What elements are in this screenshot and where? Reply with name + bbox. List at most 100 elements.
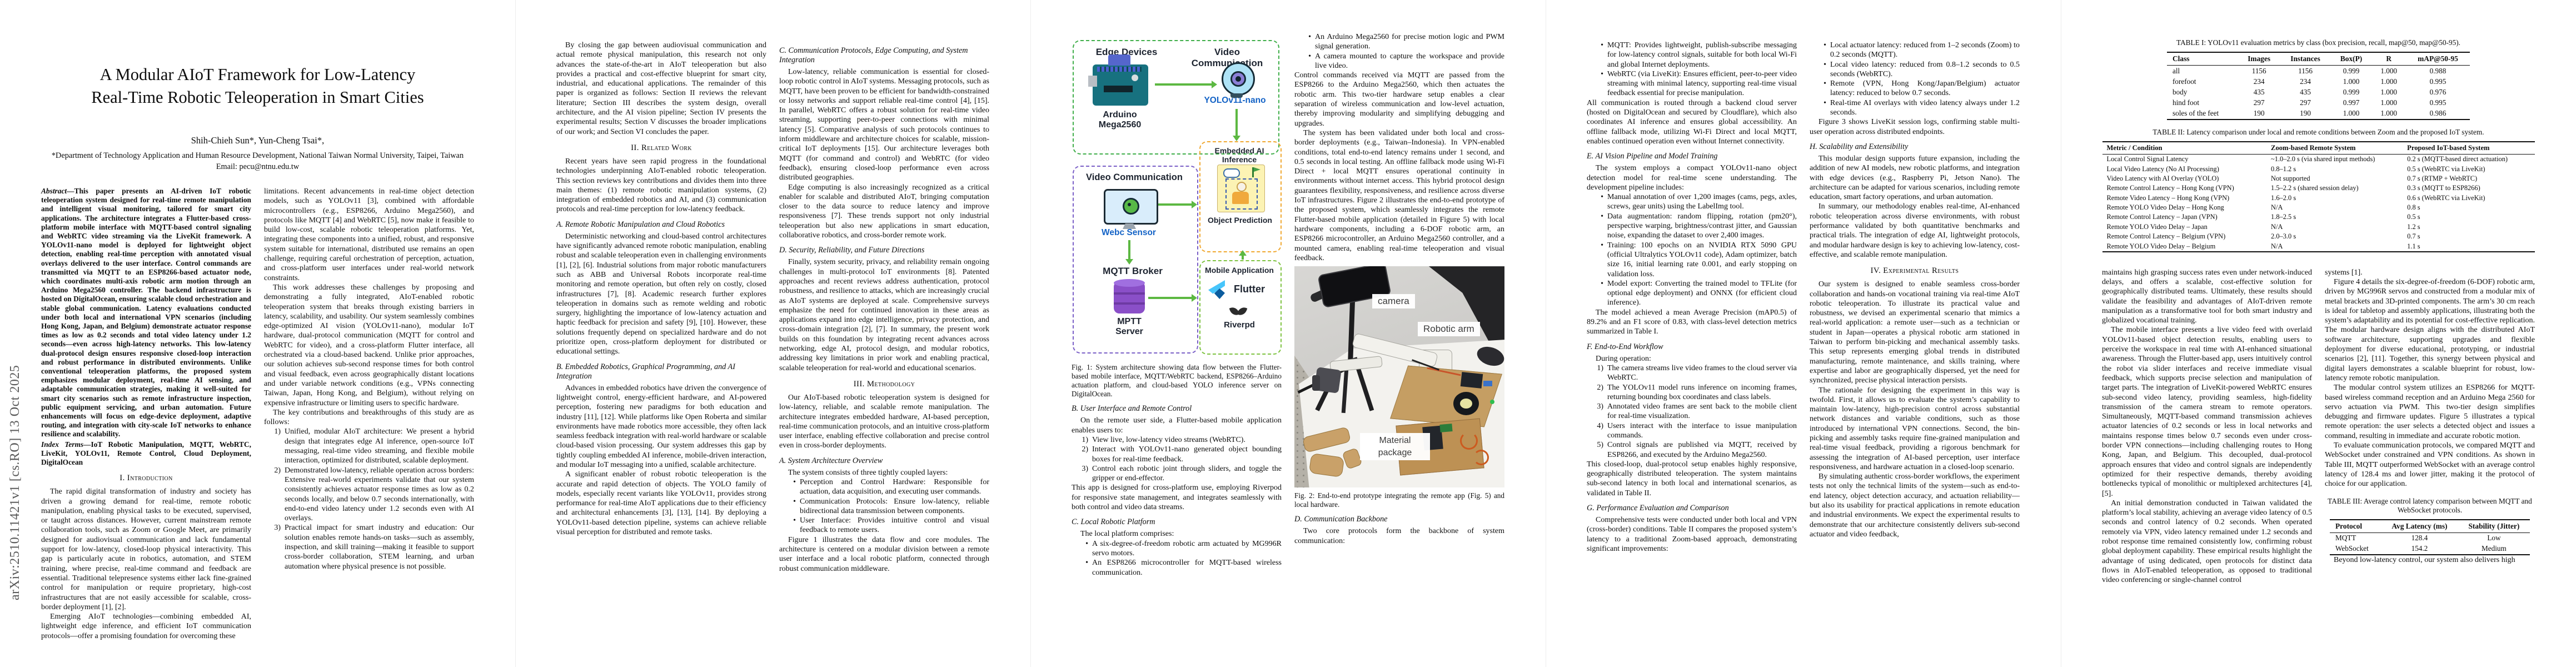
arrow-line <box>1242 255 1244 260</box>
subsection-heading: B. User Interface and Remote Control <box>1072 404 1192 414</box>
table-cell: Local Control Signal Latency <box>2106 155 2189 163</box>
table-cell: 234 <box>2253 77 2265 86</box>
arrow-head-icon <box>1192 294 1197 302</box>
table-cell: Remote Control Latency – Hong Kong (VPN) <box>2106 184 2234 192</box>
paragraph: Control commands received via MQTT are p… <box>1294 71 1504 128</box>
table-cell: 1.000 <box>2343 77 2360 86</box>
object-pred-label: Object Prediction <box>1208 216 1272 225</box>
list-item-text: Control each robotic joint through slide… <box>1092 464 1282 483</box>
list-marker: 3) <box>1082 464 1088 473</box>
list-item: •User Interface: Provides intuitive cont… <box>783 516 989 535</box>
column-header: Metric / Condition <box>2102 141 2267 155</box>
list-item-text: View live, low-latency video streams (We… <box>1092 435 1245 444</box>
arrow-head-icon <box>1233 136 1240 141</box>
arduino-usb-icon <box>1088 76 1097 87</box>
list-item-text: The YOLOv11 model runs inference on inco… <box>1607 383 1797 401</box>
paragraph: The mobile interface presents a live vid… <box>2102 326 2312 498</box>
list-marker: • <box>1601 69 1603 78</box>
list-item-text: Control signals are published via MQTT, … <box>1607 441 1797 459</box>
paragraph: A significant enabler of robust robotic … <box>556 470 766 537</box>
person-head-icon <box>1237 182 1247 192</box>
paragraph: The model achieved a mean Average Precis… <box>1587 308 1797 336</box>
paragraph: Beyond low-latency control, our system a… <box>2334 555 2515 564</box>
table-row: Local Control Signal Latency~1.0–2.0 s (… <box>2102 154 2535 164</box>
section-heading: III. Methodology <box>853 379 915 389</box>
subsection-heading: E. AI Vision Pipeline and Model Training <box>1587 152 1718 161</box>
riverpod-icon <box>1229 306 1248 318</box>
list-marker: • <box>1601 41 1603 49</box>
video-communication-box <box>1073 166 1198 354</box>
table-cell: 1.8–2.5 s <box>2271 213 2296 221</box>
table-caption: TABLE III: Average control latency compa… <box>2328 496 2532 514</box>
list-marker: • <box>1601 193 1603 202</box>
arrow-head-icon <box>1192 201 1197 208</box>
list-marker: 5) <box>1597 441 1603 450</box>
paragraph: Two core protocols form the backbone of … <box>1294 527 1504 545</box>
riverpod-right-icon <box>1237 306 1248 317</box>
table-cell: soles of the feet <box>2173 109 2219 118</box>
paragraph: Advances in embedded robotics have drive… <box>556 384 766 469</box>
list-item: 2)The YOLOv11 model runs inference on in… <box>1590 383 1797 402</box>
paragraph: The local platform comprises: <box>1080 530 1174 539</box>
column-header: Avg Latency (ms) <box>2381 519 2458 533</box>
list-item-text: A camera mounted to capture the workspac… <box>1315 52 1504 70</box>
servo-green <box>1439 424 1453 433</box>
list-marker: • <box>1601 279 1603 288</box>
led-green <box>1490 400 1494 405</box>
table-caption: TABLE II: Latency comparison under local… <box>2153 127 2484 136</box>
subsection-heading: H. Scalability and Extensibility <box>1810 142 1909 151</box>
table-cell: Remote YOLO Video Delay – Belgium <box>2106 242 2216 250</box>
paragraph: Low-latency, reliable communication is e… <box>779 68 989 182</box>
arrow-head-icon <box>1125 259 1133 265</box>
paragraph: The system employs a compact YOLOv11-nan… <box>1587 164 1797 192</box>
list-marker: 2) <box>1082 445 1088 454</box>
list-item-text: Communication Protocols: Ensure low-late… <box>800 497 989 515</box>
table-cell: all <box>2173 66 2180 75</box>
table-cell: 1.000 <box>2380 87 2397 96</box>
paragraph: In summary, our methodology enables real… <box>1810 202 2020 259</box>
paragraph: limitations. Recent advancements in real… <box>264 187 474 282</box>
table-cell: MQTT <box>2335 534 2356 542</box>
table-cell: 1.2 s <box>2407 222 2420 231</box>
table-cell: 297 <box>2253 98 2265 107</box>
table-cell: Remote YOLO Video Delay – Japan <box>2106 222 2208 231</box>
monitor-lens-icon <box>1123 198 1139 215</box>
table-cell: 0.8–1.2 s <box>2271 165 2296 173</box>
column-right: C. Communication Protocols, Edge Computi… <box>779 41 989 574</box>
table-cell: 1.6–2.0 s <box>2271 193 2296 202</box>
list-item: 4)Users interact with the interface to i… <box>1590 421 1797 441</box>
list-marker: 1) <box>274 427 281 436</box>
table-t1-wrap: TABLE I: YOLOv11 evaluation metrics by c… <box>2102 38 2535 120</box>
list-item: •Local actuator latency: reduced from 1–… <box>1813 41 2020 60</box>
table-cell: 190 <box>2253 109 2265 118</box>
columns: Abstract—This paper presents an AI-drive… <box>41 187 474 641</box>
subsection-heading: G. Performance Evaluation and Comparison <box>1587 504 1729 513</box>
photo-label-robotic-arm: Robotic arm <box>1418 322 1480 337</box>
paragraph: The system consists of three tightly cou… <box>788 468 948 477</box>
flutter-top-icon <box>1208 280 1225 294</box>
monitor-dot-icon <box>1128 203 1131 206</box>
columns: maintains high grasping success rates ev… <box>2102 268 2535 585</box>
wire-coil-2 <box>1473 450 1489 466</box>
webcam-icon <box>1222 62 1255 96</box>
page-1: A Modular AIoT Framework for Low-Latency… <box>0 0 515 667</box>
list-marker: • <box>1601 241 1603 250</box>
table-cell: 1.1 s <box>2407 242 2420 250</box>
list-marker: 1) <box>1082 435 1088 444</box>
list-marker: • <box>1823 41 1826 49</box>
subsection-heading: C. Local Robotic Platform <box>1072 517 1155 527</box>
figure-caption: Fig. 1: System architecture showing data… <box>1072 363 1282 399</box>
list-marker: • <box>1085 539 1088 548</box>
column-left: Abstract—This paper presents an AI-drive… <box>41 187 251 641</box>
abstract-text: IoT Robotic Manipulation, MQTT, WebRTC, … <box>41 440 251 467</box>
table-cell: 0.999 <box>2343 87 2360 96</box>
list-item-text: User Interface: Provides intuitive contr… <box>800 516 989 535</box>
list-marker: • <box>1823 98 1826 107</box>
list-item: •Model export: Converting the trained mo… <box>1590 279 1797 308</box>
paragraph: Our AIoT-based robotic teleoperation sys… <box>779 393 989 450</box>
